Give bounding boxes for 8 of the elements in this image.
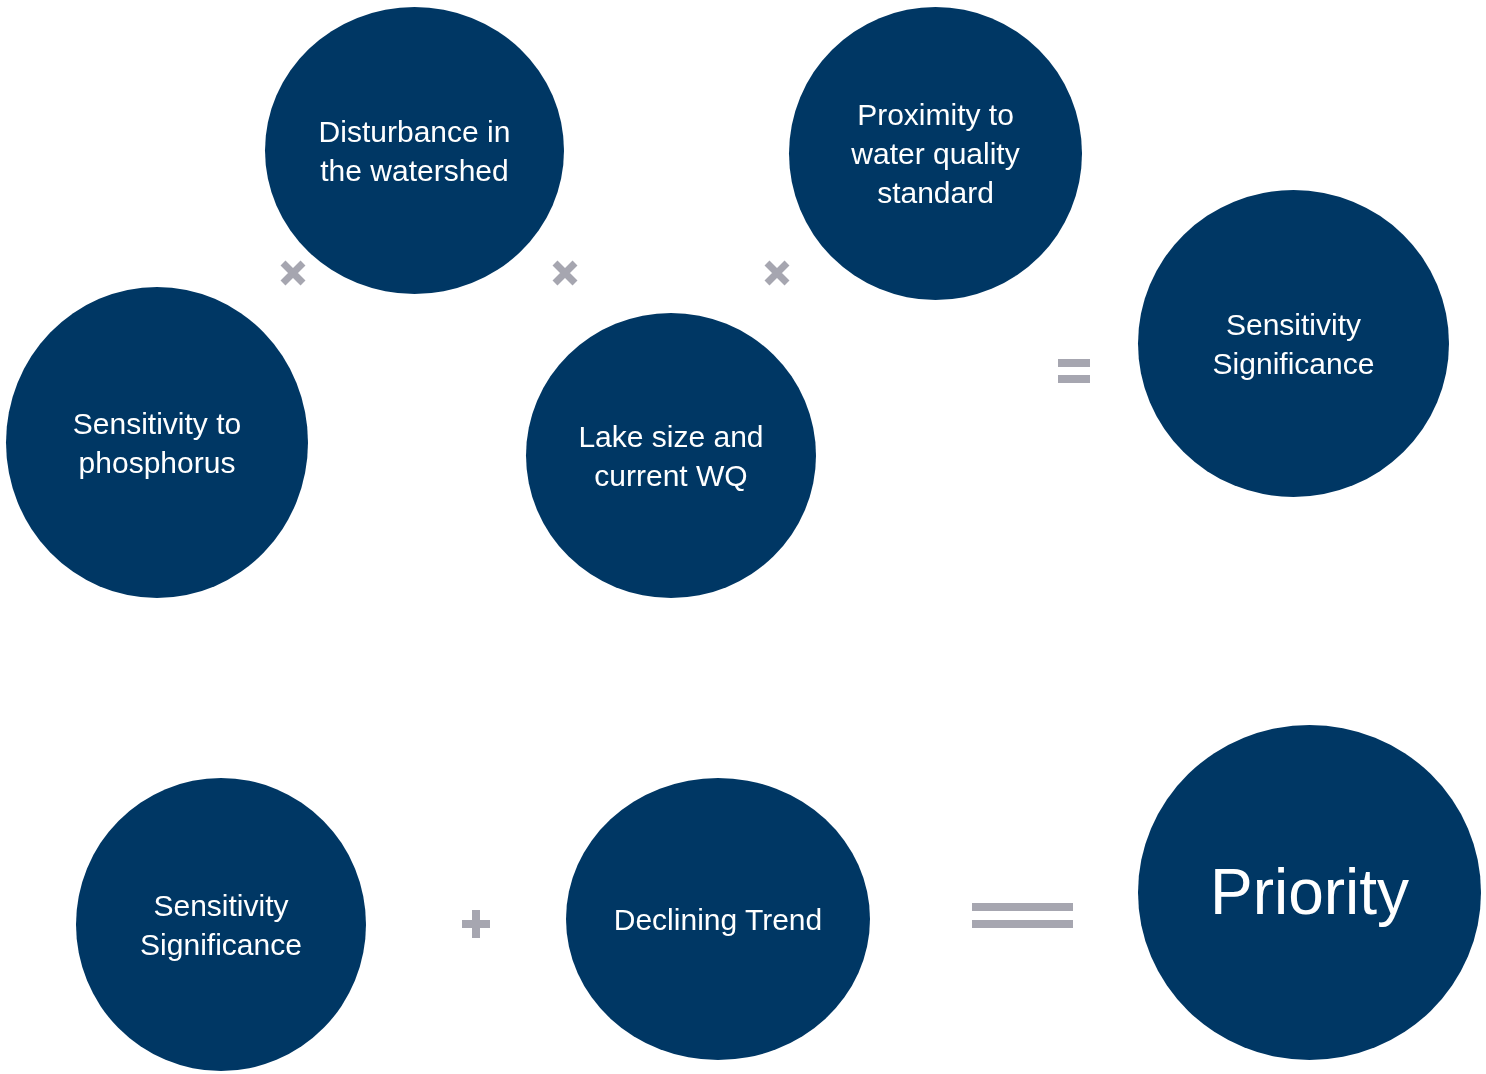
node-label: Sensitivity to phosphorus — [71, 405, 243, 481]
node-label: Lake size and current WQ — [577, 418, 765, 494]
node-label: Proximity to water quality standard — [850, 97, 1021, 211]
node-label: Sensitivity Significance — [1211, 306, 1376, 382]
node-label: Declining Trend — [613, 901, 823, 938]
node-label: Priority — [1209, 854, 1410, 930]
node-label: Disturbance in the watershed — [317, 113, 512, 189]
node-label: Sensitivity Significance — [139, 887, 303, 963]
